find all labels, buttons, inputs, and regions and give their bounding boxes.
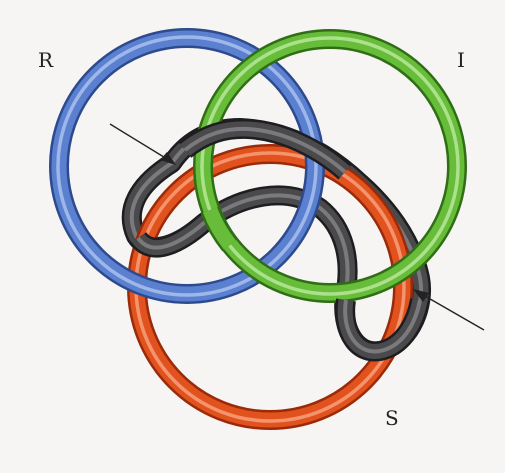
- label-i: I: [457, 50, 465, 70]
- label-r: R: [38, 50, 53, 70]
- ring-r: [58, 37, 316, 295]
- arrow-upper-left: [110, 124, 176, 165]
- label-s: S: [385, 408, 399, 428]
